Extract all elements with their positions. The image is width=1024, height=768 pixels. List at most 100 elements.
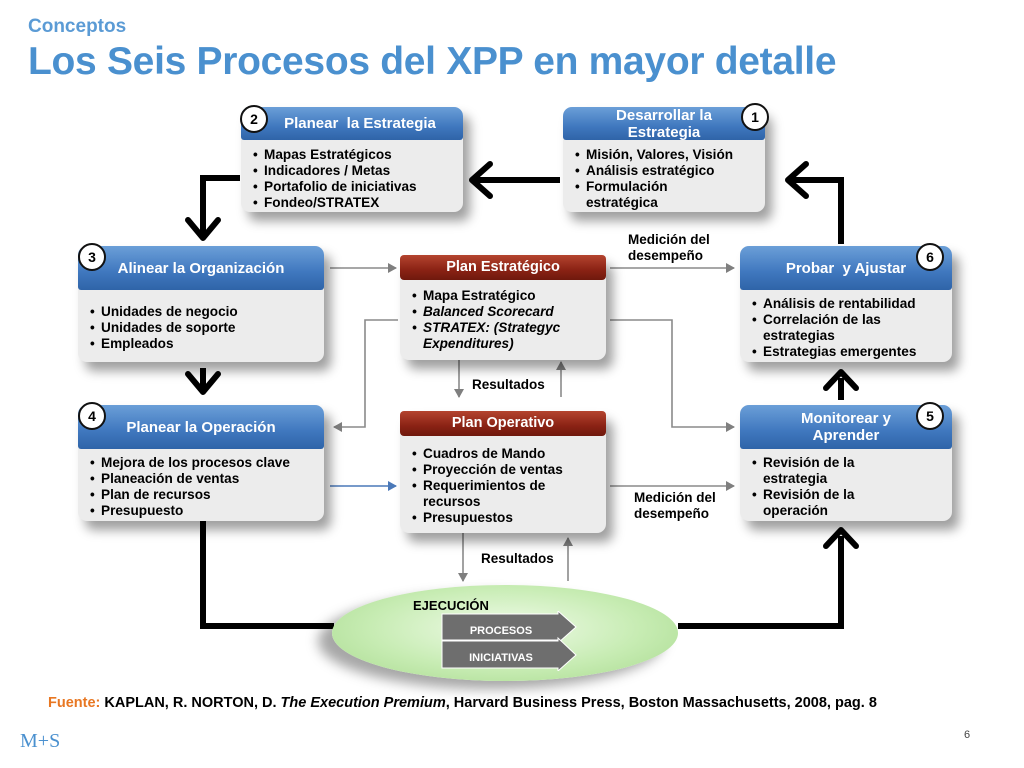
medicion-desempeno-label-bottom: Medición del desempeño [634,490,716,522]
arrow-6-to-1 [790,177,844,244]
process-card-planear-estrategia: Planear la Estrategia Mapas Estratégicos… [241,107,463,212]
list-item: Fondeo/STRATEX [253,195,457,211]
arrowhead-down-4 [185,371,221,395]
process-header: Alinear la Organización [78,246,324,290]
arrowhead-up-5 [823,527,859,549]
source-authors: KAPLAN, R. NORTON, D. [104,695,277,711]
process-title-line2: Estrategia [627,123,701,141]
process-header: Planear la Estrategia [241,107,463,140]
arrowhead-up-6 [823,369,859,391]
list-item: Planeación de ventas [90,471,318,487]
process-title-line1: Desarrollar la [616,106,712,124]
procesos-arrow-shape [441,611,577,645]
list-item: Unidades de soporte [90,320,318,336]
list-item: Empleados [90,336,318,352]
arrow-exec-to-5 [678,536,844,629]
list-item: Unidades de negocio [90,304,318,320]
list-item: Balanced Scorecard [412,304,600,320]
list-item: Mapa Estratégico [412,288,600,304]
plan-title: Plan Estratégico [446,259,560,275]
process-items: Misión, Valores, Visión Análisis estraté… [575,147,759,211]
process-card-probar-ajustar: Probar y Ajustar Análisis de rentabilida… [740,246,952,362]
list-item: Misión, Valores, Visión [575,147,759,163]
source-label: Fuente: [48,695,101,711]
step-number-2: 2 [240,105,268,133]
resultados-label-2: Resultados [481,551,554,566]
page-title: Los Seis Procesos del XPP en mayor detal… [28,40,837,83]
list-item: Formulación estratégica [575,179,694,211]
list-item: Revisión de la operación [752,487,875,519]
step-number-6: 6 [916,243,944,271]
pill-arrows [441,611,577,671]
execution-title: EJECUCIÓN [413,598,489,613]
process-title: Probar y Ajustar [785,259,907,277]
list-item: Estrategias emergentes [752,344,946,360]
label-line: Medición del [634,490,716,505]
arrowhead-left-2 [469,161,493,199]
list-item: Cuadros de Mando [412,446,600,462]
list-item: Proyección de ventas [412,462,600,478]
step-number-4: 4 [78,402,106,430]
list-item: STRATEX: (Strategyc Expenditures) [412,320,585,352]
iniciativas-label: INICIATIVAS [469,652,533,664]
list-item: Presupuesto [90,503,318,519]
process-title: Alinear la Organización [117,259,285,277]
process-title-line2: Aprender [812,427,880,444]
label-line: desempeño [628,248,704,263]
process-items: Mejora de los procesos clave Planeación … [90,455,318,519]
line-plan-to-4 [333,319,398,432]
process-card-monitorear-aprender: Monitorear y Aprender Revisión de la est… [740,405,952,521]
step-number-1: 1 [741,103,769,131]
list-item: Mapas Estratégicos [253,147,457,163]
process-items: Mapas Estratégicos Indicadores / Metas P… [253,147,457,211]
step-number-3: 3 [78,243,106,271]
plan-items: Cuadros de Mando Proyección de ventas Re… [412,446,600,526]
process-header: Planear la Operación [78,405,324,449]
page-number: 6 [964,729,971,741]
list-item: Plan de recursos [90,487,318,503]
process-title: Planear la Estrategia [284,115,436,132]
arrow-2-to-3 [200,175,240,234]
plan-title: Plan Operativo [451,415,555,431]
list-item: Análisis estratégico [575,163,759,179]
source-citation: Fuente: KAPLAN, R. NORTON, D. The Execut… [48,695,877,711]
process-card-alinear-organizacion: Alinear la Organización Unidades de nego… [78,246,324,362]
process-header: Desarrollar la Estrategia [563,106,765,141]
list-item: Mejora de los procesos clave [90,455,318,471]
list-item: Revisión de la estrategia [752,455,875,487]
line-plan-to-5 [610,319,735,432]
process-items: Revisión de la estrategia Revisión de la… [752,455,946,519]
plan-items: Mapa Estratégico Balanced Scorecard STRA… [412,288,600,352]
source-rest: , Harvard Business Press, Boston Massach… [445,695,877,711]
step-number-5: 5 [916,402,944,430]
process-card-desarrollar-estrategia: Desarrollar la Estrategia Misión, Valore… [563,107,765,212]
arrowhead-left-1 [785,161,809,199]
process-card-planear-operacion: Planear la Operación Mejora de los proce… [78,405,324,521]
source-book: The Execution Premium [280,695,446,711]
arrowhead-down-3 [185,217,221,241]
plan-header: Plan Operativo [400,411,606,436]
label-line: Medición del [628,232,710,247]
medicion-desempeno-label-top: Medición del desempeño [628,232,710,264]
process-items: Unidades de negocio Unidades de soporte … [90,304,318,352]
plan-estrategico-card: Plan Estratégico Mapa Estratégico Balanc… [400,255,606,360]
list-item: Correlación de las estrategias [752,312,923,344]
process-header: Probar y Ajustar [740,246,952,290]
process-title: Planear la Operación [126,418,276,436]
process-items: Análisis de rentabilidad Correlación de … [752,296,946,360]
process-title-line1: Monitorear y [800,410,891,427]
resultados-label-1: Resultados [472,377,545,392]
plan-operativo-card: Plan Operativo Cuadros de Mando Proyecci… [400,411,606,533]
arrow-4-to-exec [200,520,334,629]
company-logo: M+S [20,730,61,752]
iniciativas-arrow-shape [441,636,577,671]
procesos-label: PROCESOS [469,625,533,637]
plan-header: Plan Estratégico [400,255,606,280]
list-item: Requerimientos de recursos [412,478,573,510]
section-eyebrow: Conceptos [28,16,127,37]
label-line: desempeño [634,506,710,521]
list-item: Indicadores / Metas [253,163,457,179]
list-item: Presupuestos [412,510,600,526]
list-item: Portafolio de iniciativas [253,179,457,195]
